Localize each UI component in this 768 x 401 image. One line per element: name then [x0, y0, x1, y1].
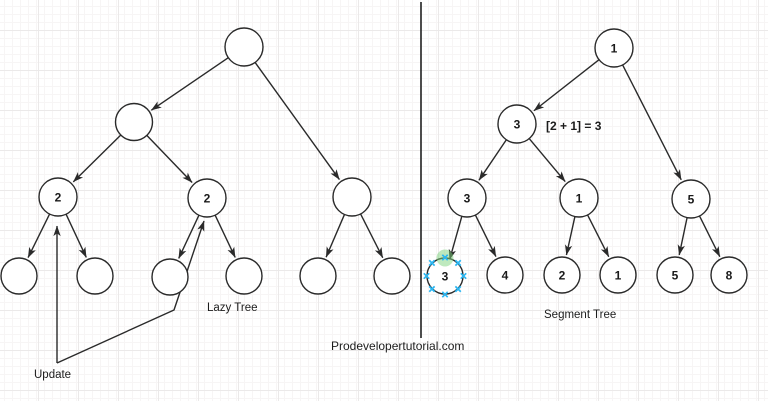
connection-point-handle[interactable] [454, 285, 462, 293]
lazy-tree-node[interactable] [151, 258, 189, 296]
selection-handles [423, 254, 467, 298]
segment-tree-node-label: 5 [672, 268, 679, 282]
segment-tree-node-8[interactable] [710, 256, 748, 294]
segment-tree-edge[interactable] [528, 138, 566, 182]
lazy-tree-node[interactable] [0, 257, 38, 295]
segment-tree-edge[interactable] [677, 217, 688, 256]
segment-tree-node-5[interactable] [656, 256, 694, 294]
connection-point-handle[interactable] [441, 254, 449, 261]
segment-tree-node-label: 3 [464, 191, 471, 205]
connection-point-handle[interactable] [454, 259, 462, 267]
lazy-tree-node-2[interactable] [187, 178, 227, 218]
lazy-tree-edge[interactable] [254, 62, 341, 180]
segment-tree-node-1[interactable] [599, 256, 637, 294]
segment-tree-node-label: 1 [615, 268, 622, 282]
connection-point-handle[interactable] [460, 272, 467, 280]
segment-tree-edge[interactable] [698, 215, 721, 258]
segment-tree-node-label: 1 [576, 191, 583, 205]
segment-tree-node-2[interactable] [543, 256, 581, 294]
segment-tree-edge[interactable] [564, 216, 576, 256]
lazy-tree-edge[interactable] [65, 213, 87, 258]
connection-point-handle[interactable] [441, 291, 449, 298]
segment-tree-edge[interactable] [478, 139, 507, 181]
segment-tree-edge[interactable] [586, 214, 610, 258]
lazy-tree-node-2[interactable] [38, 177, 78, 217]
lazy-tree-edge[interactable] [214, 214, 236, 258]
connection-point-handle[interactable] [428, 285, 436, 293]
update-label[interactable]: Update [34, 369, 72, 381]
lazy-tree-node[interactable] [76, 257, 114, 295]
sum-annotation-label[interactable]: [2 + 1] = 3 [546, 119, 602, 133]
connection-point-handle[interactable] [423, 272, 430, 280]
lazy-tree-node-label: 2 [204, 191, 211, 205]
segment-tree-node-3[interactable] [497, 104, 537, 144]
pointer-arrows-layer [53, 220, 205, 364]
watermark-label: Prodevelopertutorial.com [331, 339, 465, 353]
segment-tree-node-label: 1 [611, 41, 618, 55]
lazy-tree-label[interactable]: Lazy Tree [207, 302, 258, 314]
lazy-tree-node[interactable] [332, 177, 372, 217]
segment-tree-edge[interactable] [448, 216, 463, 261]
segment-tree-node-label: 2 [559, 268, 566, 282]
segment-tree-node-3[interactable] [447, 178, 487, 218]
lazy-tree-edge[interactable] [359, 213, 384, 259]
lazy-tree-node[interactable] [224, 27, 264, 67]
segment-tree-node-label: 4 [502, 268, 509, 282]
lazy-tree-edge[interactable] [325, 214, 346, 258]
lazy-tree-edge[interactable] [72, 134, 122, 183]
segment-tree-edge[interactable] [474, 214, 497, 257]
lazy-tree-node[interactable] [225, 257, 263, 295]
connection-point-handle[interactable] [428, 259, 436, 267]
edges-layer [27, 57, 721, 261]
segment-tree-node-label: 5 [688, 192, 695, 206]
update-arrow-to-middle-2[interactable] [56, 220, 205, 364]
segment-tree-edge[interactable] [622, 64, 682, 181]
lazy-tree-node[interactable] [299, 257, 337, 295]
segment-tree-node-1[interactable] [559, 178, 599, 218]
lazy-tree-node[interactable] [114, 102, 154, 142]
lazy-tree-edge[interactable] [178, 214, 200, 259]
lazy-tree-edge[interactable] [27, 213, 51, 258]
segment-tree-node-5[interactable] [671, 179, 711, 219]
lazy-tree-node[interactable] [373, 257, 411, 295]
segment-tree-node-label: 3 [442, 269, 449, 283]
segment-tree-edge[interactable] [533, 59, 600, 112]
segment-tree-node-label: 3 [514, 117, 521, 131]
segment-tree-node-1[interactable] [594, 28, 634, 68]
lazy-tree-edge[interactable] [146, 134, 193, 183]
segment-tree-node-label: 8 [726, 268, 733, 282]
lazy-tree-edge[interactable] [150, 57, 229, 111]
lazy-tree-node-label: 2 [55, 190, 62, 204]
segment-tree-label[interactable]: Segment Tree [544, 309, 617, 321]
segment-tree-node-4[interactable] [486, 256, 524, 294]
